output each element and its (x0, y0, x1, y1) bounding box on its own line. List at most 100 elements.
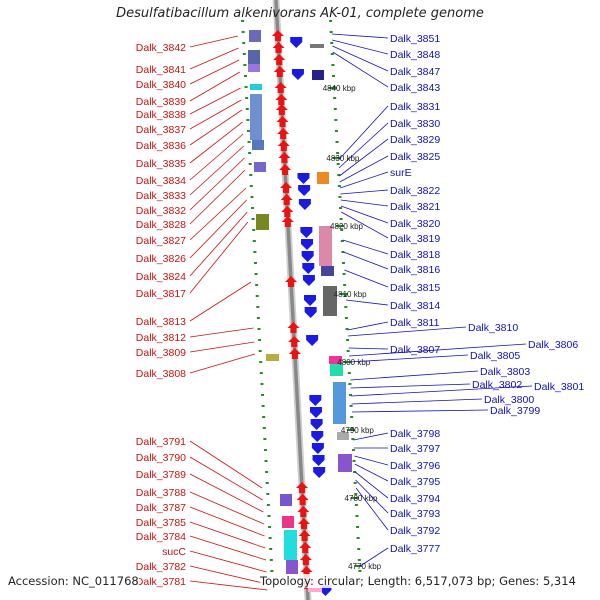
reverse-gene-arrow (278, 152, 291, 163)
track-dot (338, 196, 342, 198)
leader-line-left (189, 353, 255, 374)
leader-line-left (189, 133, 244, 181)
reverse-gene-arrow (299, 542, 312, 553)
track-dot (262, 427, 266, 429)
leader-line-right (354, 471, 389, 499)
track-dot (340, 240, 344, 242)
leader-line-right (339, 171, 389, 189)
leader-line-left (189, 221, 249, 294)
gene-label-right: Dalk_3843 (390, 82, 440, 94)
topology-text: Topology: circular; Length: 6,517,073 bp… (260, 574, 576, 588)
track-dot (333, 97, 337, 99)
leader-line-left (189, 341, 255, 353)
gene-label-right: Dalk_3821 (390, 201, 440, 213)
track-dot (348, 383, 352, 385)
gene-label-right: Dalk_3797 (390, 443, 440, 455)
track-dot (341, 262, 345, 264)
track-dot (246, 119, 250, 121)
gene-label-left: Dalk_3785 (136, 517, 186, 529)
gene-label-left: Dalk_3826 (136, 253, 186, 265)
left-gene-block (286, 560, 298, 574)
track-dot (357, 559, 361, 561)
leader-line-left (189, 456, 263, 501)
forward-gene-arrow (301, 239, 314, 250)
leader-line-right (359, 547, 389, 567)
track-dot (251, 207, 255, 209)
leader-line-right (343, 251, 389, 270)
leader-line-right (354, 455, 389, 466)
forward-gene-arrow (304, 307, 317, 318)
track-dot (268, 526, 272, 528)
leader-line-right (351, 409, 489, 413)
label-leader-lines (189, 33, 533, 591)
leader-line-left (189, 169, 246, 225)
gene-track-dots (241, 20, 362, 583)
gene-label-left: sucC (162, 546, 186, 558)
forward-gene-arrow (301, 251, 314, 262)
track-dot (341, 251, 345, 253)
leader-line-right (355, 479, 389, 514)
leader-line-left (189, 473, 264, 513)
left-gene-block (284, 530, 297, 560)
position-tick-label: 4800 kbp (337, 358, 370, 367)
leader-line-right (339, 155, 389, 183)
track-dot (340, 229, 344, 231)
gene-label-right: Dalk_3822 (390, 185, 440, 197)
gene-label-left: Dalk_3839 (136, 96, 186, 108)
forward-gene-arrow (304, 295, 316, 306)
gene-label-right: Dalk_3825 (390, 151, 440, 163)
gene-label-right: Dalk_3802 (472, 379, 522, 391)
reverse-gene-arrow (281, 206, 294, 217)
track-dot (247, 141, 251, 143)
reverse-gene-arrow (272, 42, 285, 53)
gene-label-left: Dalk_3791 (136, 436, 186, 448)
track-dot (336, 152, 340, 154)
gene-label-left: Dalk_3824 (136, 271, 186, 283)
leader-line-right (351, 398, 483, 405)
leader-line-left (189, 187, 247, 241)
gene-label-left: Dalk_3789 (136, 469, 186, 481)
track-dot (245, 97, 249, 99)
forward-gene-arrow (291, 69, 304, 80)
track-dot (329, 31, 333, 33)
track-dot (264, 460, 268, 462)
gene-label-right: Dalk_3815 (390, 282, 440, 294)
leader-line-right (351, 385, 533, 397)
gene-label-right: Dalk_3819 (390, 233, 440, 245)
reverse-gene-arrow (297, 518, 310, 529)
track-dot (241, 20, 245, 22)
leader-line-right (350, 383, 471, 389)
track-dot (269, 548, 273, 550)
reverse-gene-arrow (271, 30, 284, 41)
track-dot (354, 504, 358, 506)
leader-line-left (189, 157, 245, 211)
track-dot (351, 449, 355, 451)
gene-label-left: Dalk_3827 (136, 235, 186, 247)
leader-line-right (344, 269, 389, 288)
track-dot (346, 339, 350, 341)
gene-label-right: Dalk_3801 (534, 381, 584, 393)
reverse-gene-arrow (273, 66, 286, 77)
gene-label-left: Dalk_3828 (136, 219, 186, 231)
gene-label-right: Dalk_3796 (390, 460, 440, 472)
right-gene-block (338, 454, 352, 472)
gene-label-left: Dalk_3781 (136, 576, 186, 588)
right-gene-block (323, 286, 337, 316)
leader-line-left (189, 59, 240, 85)
track-dot (249, 174, 253, 176)
leader-line-left (189, 71, 241, 102)
reverse-gene-arrow (277, 140, 290, 151)
right-gene-block (321, 266, 334, 276)
track-dot (350, 416, 354, 418)
gene-label-right: Dalk_3814 (390, 300, 440, 312)
forward-gene-arrow (297, 173, 310, 184)
gene-label-left: Dalk_3835 (136, 158, 186, 170)
gene-label-right: Dalk_3803 (480, 366, 530, 378)
leader-line-left (189, 565, 268, 585)
leader-line-left (189, 99, 242, 130)
right-gene-block (319, 226, 332, 266)
gene-label-left: Dalk_3840 (136, 79, 186, 91)
forward-gene-arrow (302, 275, 315, 286)
